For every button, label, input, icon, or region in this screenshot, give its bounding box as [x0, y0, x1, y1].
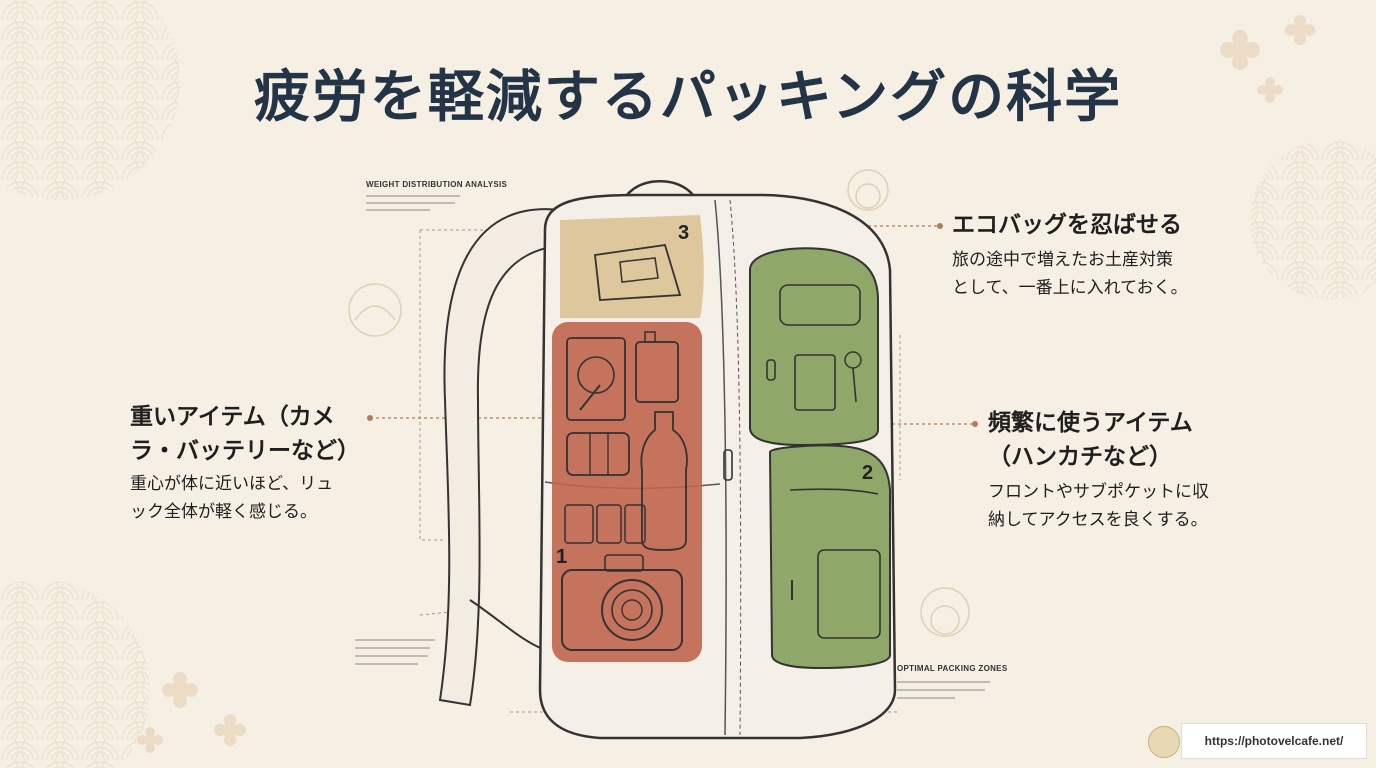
weight-analysis-label: WEIGHT DISTRIBUTION ANALYSIS — [366, 180, 508, 189]
wave-pattern-right — [1250, 140, 1376, 300]
page-title: 疲労を軽減するパッキングの科学 — [253, 64, 1123, 130]
callout-heavy-title-2: ラ・バッテリーなど） — [130, 438, 360, 464]
callout-ecobag-title: エコバッグを忍ばせる — [952, 212, 1182, 238]
callout-ecobag-body-1: 旅の途中で増えたお土産対策 — [952, 250, 1173, 270]
callout-frequent-body-2: 納してアクセスを良くする。 — [988, 510, 1208, 530]
site-url-link[interactable]: https://photovelcafe.net/ — [1181, 723, 1367, 759]
wave-emblem-icon — [348, 169, 970, 637]
shoulder-strap — [438, 208, 567, 707]
fine-print-lines — [355, 195, 990, 699]
zone-2-number: 2 — [862, 462, 874, 484]
callout-heavy-title-1: 重いアイテム（カメ — [130, 404, 335, 430]
zipper-pull — [723, 359, 776, 481]
zone-3-number: 3 — [678, 222, 690, 244]
zone-1-number: 1 — [556, 546, 568, 568]
callout-ecobag-body-2: として、一番上に入れておく。 — [952, 278, 1188, 298]
wave-pattern-bottom-left — [0, 580, 150, 768]
callout-dots — [367, 223, 978, 427]
packing-zones-label: OPTIMAL PACKING ZONES — [897, 664, 1008, 673]
callout-heavy-body-1: 重心が体に近いほど、リュ — [130, 474, 334, 494]
zone-1 — [552, 322, 702, 662]
callout-frequent-title-2: （ハンカチなど） — [988, 444, 1172, 470]
sakura-icon — [137, 15, 1315, 753]
callout-frequent-title-1: 頻繁に使うアイテム — [988, 410, 1193, 436]
wave-pattern-top-left — [0, 0, 180, 200]
callout-frequent-body-1: フロントやサブポケットに収 — [988, 482, 1209, 502]
zone-2 — [749, 247, 891, 670]
site-logo-icon — [1148, 726, 1180, 758]
zone-3 — [560, 215, 704, 318]
callout-heavy-body-2: ック全体が軽く感じる。 — [130, 502, 317, 522]
